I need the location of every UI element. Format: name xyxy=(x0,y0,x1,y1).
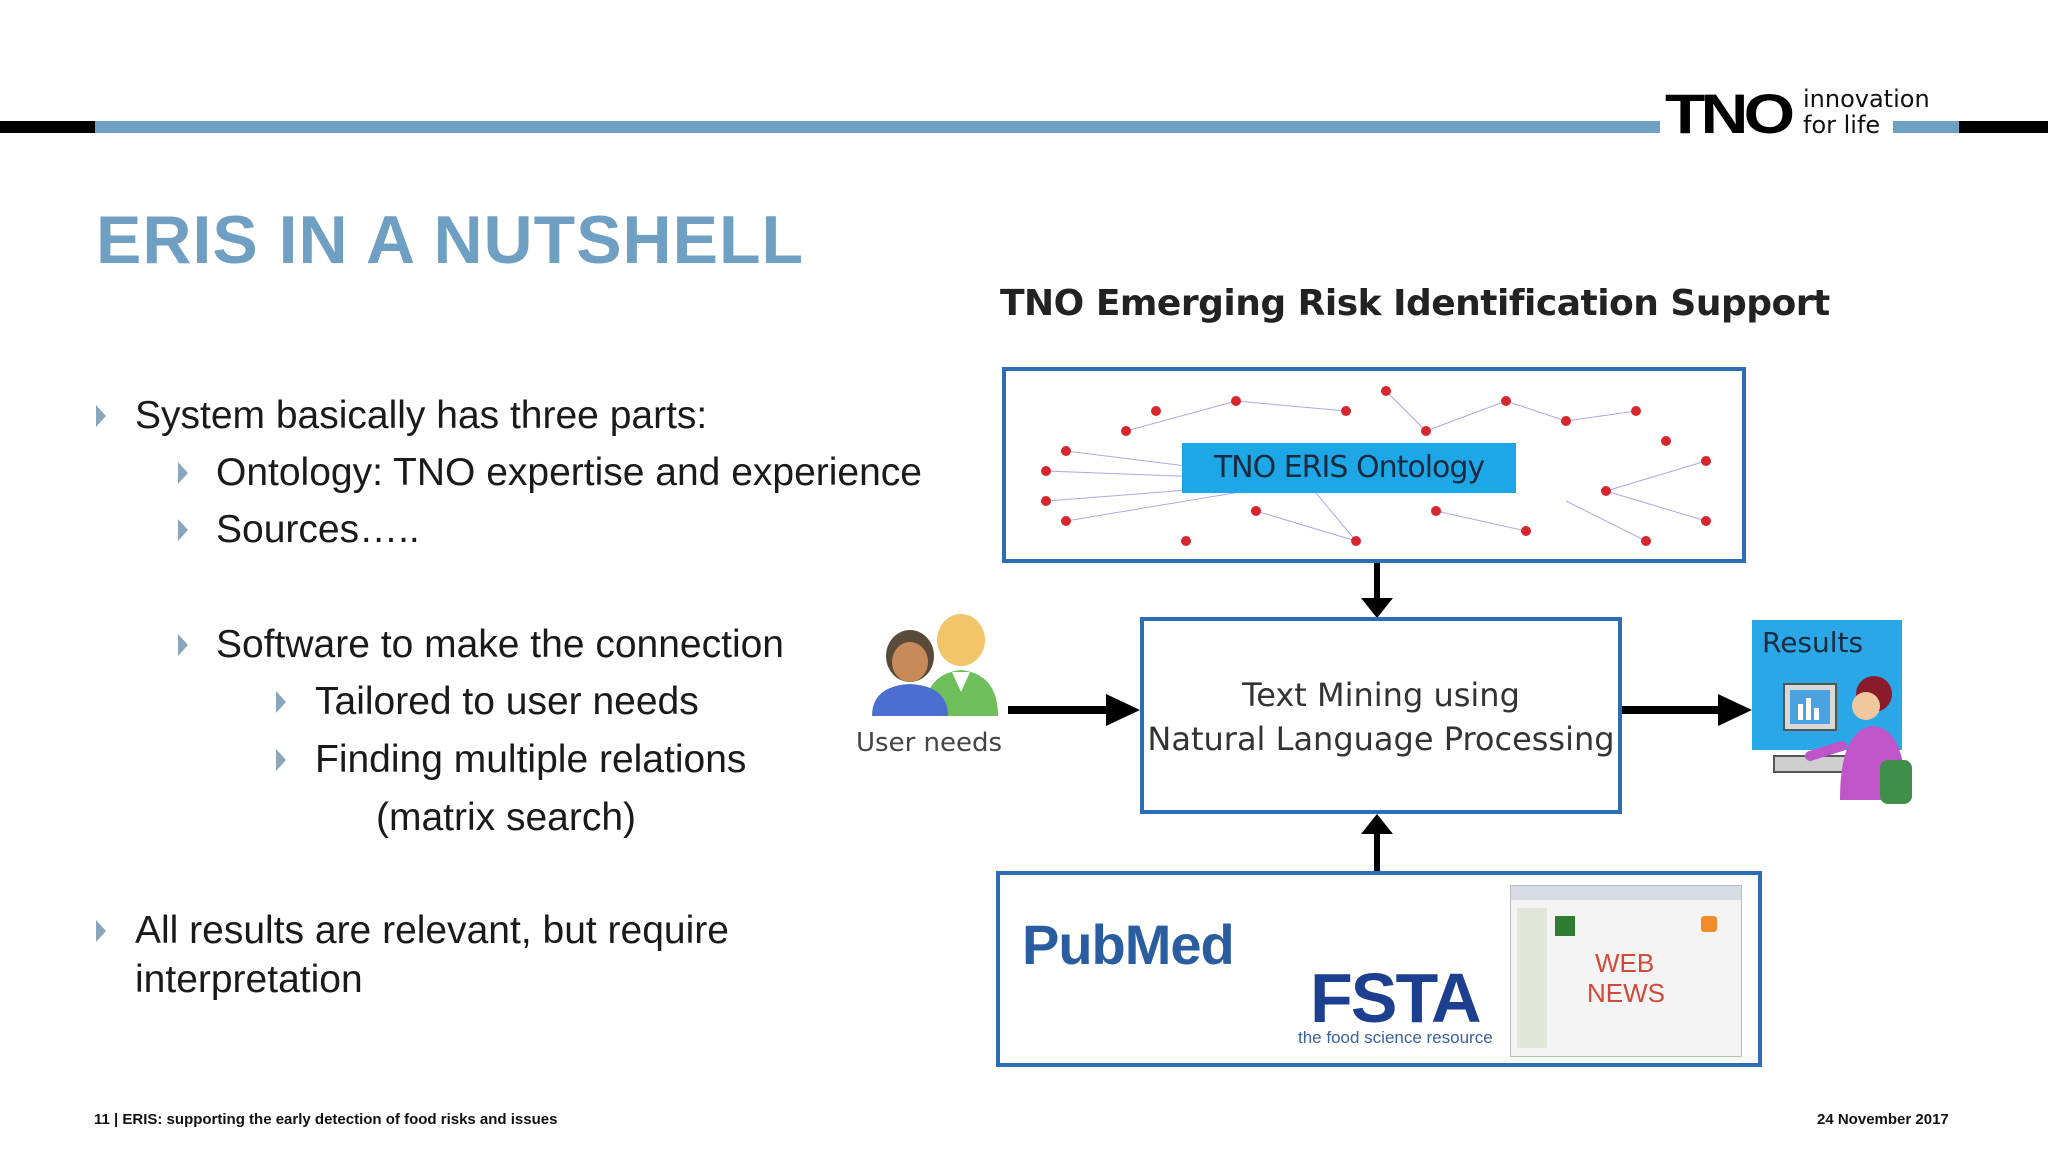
browser-image xyxy=(1555,916,1575,936)
arrow-shaft xyxy=(1622,706,1722,714)
header-band-right xyxy=(1893,121,1959,133)
bullet-marker-icon xyxy=(178,462,188,484)
user-needs-label: User needs xyxy=(856,728,1003,758)
arrow-shaft xyxy=(1374,834,1380,871)
header-band xyxy=(95,121,1660,133)
bullet-item: Ontology: TNO expertise and experience xyxy=(216,451,922,494)
diagram-title: TNO Emerging Risk Identification Support xyxy=(1000,283,1830,324)
results-label: Results xyxy=(1762,626,1864,659)
pubmed-logo: PubMed xyxy=(1022,913,1235,976)
news-label: NEWS xyxy=(1587,978,1665,1008)
bullet-item: Sources….. xyxy=(216,508,420,551)
bullet-item: Finding multiple relations xyxy=(315,738,747,781)
web-label: WEB xyxy=(1595,948,1655,978)
ontology-label: TNO ERIS Ontology xyxy=(1182,443,1516,493)
bullet-item: All results are relevant, but require xyxy=(135,909,729,952)
footer-date: 24 November 2017 xyxy=(1817,1111,1949,1128)
bullet-marker-icon xyxy=(96,405,106,427)
bullet-marker-icon xyxy=(96,920,106,942)
logo-tagline: innovation for life xyxy=(1803,86,1930,138)
bullet-marker-icon xyxy=(276,691,286,713)
bullet-item: Software to make the connection xyxy=(216,623,784,666)
arrow-right-icon xyxy=(1718,694,1752,726)
logo-line-1: innovation xyxy=(1803,85,1930,113)
arrow-down-icon xyxy=(1361,598,1393,618)
tno-logo: TNO innovation for life xyxy=(1665,82,1930,145)
web-browser-thumbnail: WEB NEWS xyxy=(1510,885,1742,1057)
rss-icon xyxy=(1701,916,1717,932)
bullet-continuation: (matrix search) xyxy=(376,796,637,839)
user-group-icon xyxy=(872,614,998,716)
logo-mark: TNO xyxy=(1665,82,1795,145)
bullet-marker-icon xyxy=(276,749,286,771)
header-band-end xyxy=(1959,121,2048,133)
bullet-item: Tailored to user needs xyxy=(315,680,699,723)
arrow-shaft xyxy=(1374,563,1380,603)
bullet-continuation: interpretation xyxy=(135,958,363,1001)
arrow-up-icon xyxy=(1361,814,1393,834)
ontology-graph xyxy=(1041,386,1711,546)
bullet-marker-icon xyxy=(178,519,188,541)
slide-title: ERIS IN A NUTSHELL xyxy=(96,202,805,278)
footer-left: 11 | ERIS: supporting the early detectio… xyxy=(94,1111,558,1128)
fsta-tagline: the food science resource xyxy=(1298,1028,1493,1047)
arrow-right-icon xyxy=(1106,694,1140,726)
logo-line-2: for life xyxy=(1803,111,1881,139)
arrow-shaft xyxy=(1008,706,1110,714)
engine-line-1: Text Mining using xyxy=(1242,676,1520,714)
person-at-computer-icon xyxy=(1773,676,1912,804)
browser-sidebar xyxy=(1517,908,1547,1048)
engine-line-2: Natural Language Processing xyxy=(1147,720,1615,758)
bullet-item: System basically has three parts: xyxy=(135,394,708,437)
text-mining-box: Text Mining using Natural Language Proce… xyxy=(1140,617,1622,814)
fsta-logo: FSTA xyxy=(1310,959,1482,1037)
browser-toolbar xyxy=(1511,886,1741,900)
header-band-left xyxy=(0,121,95,133)
bullet-marker-icon xyxy=(178,634,188,656)
